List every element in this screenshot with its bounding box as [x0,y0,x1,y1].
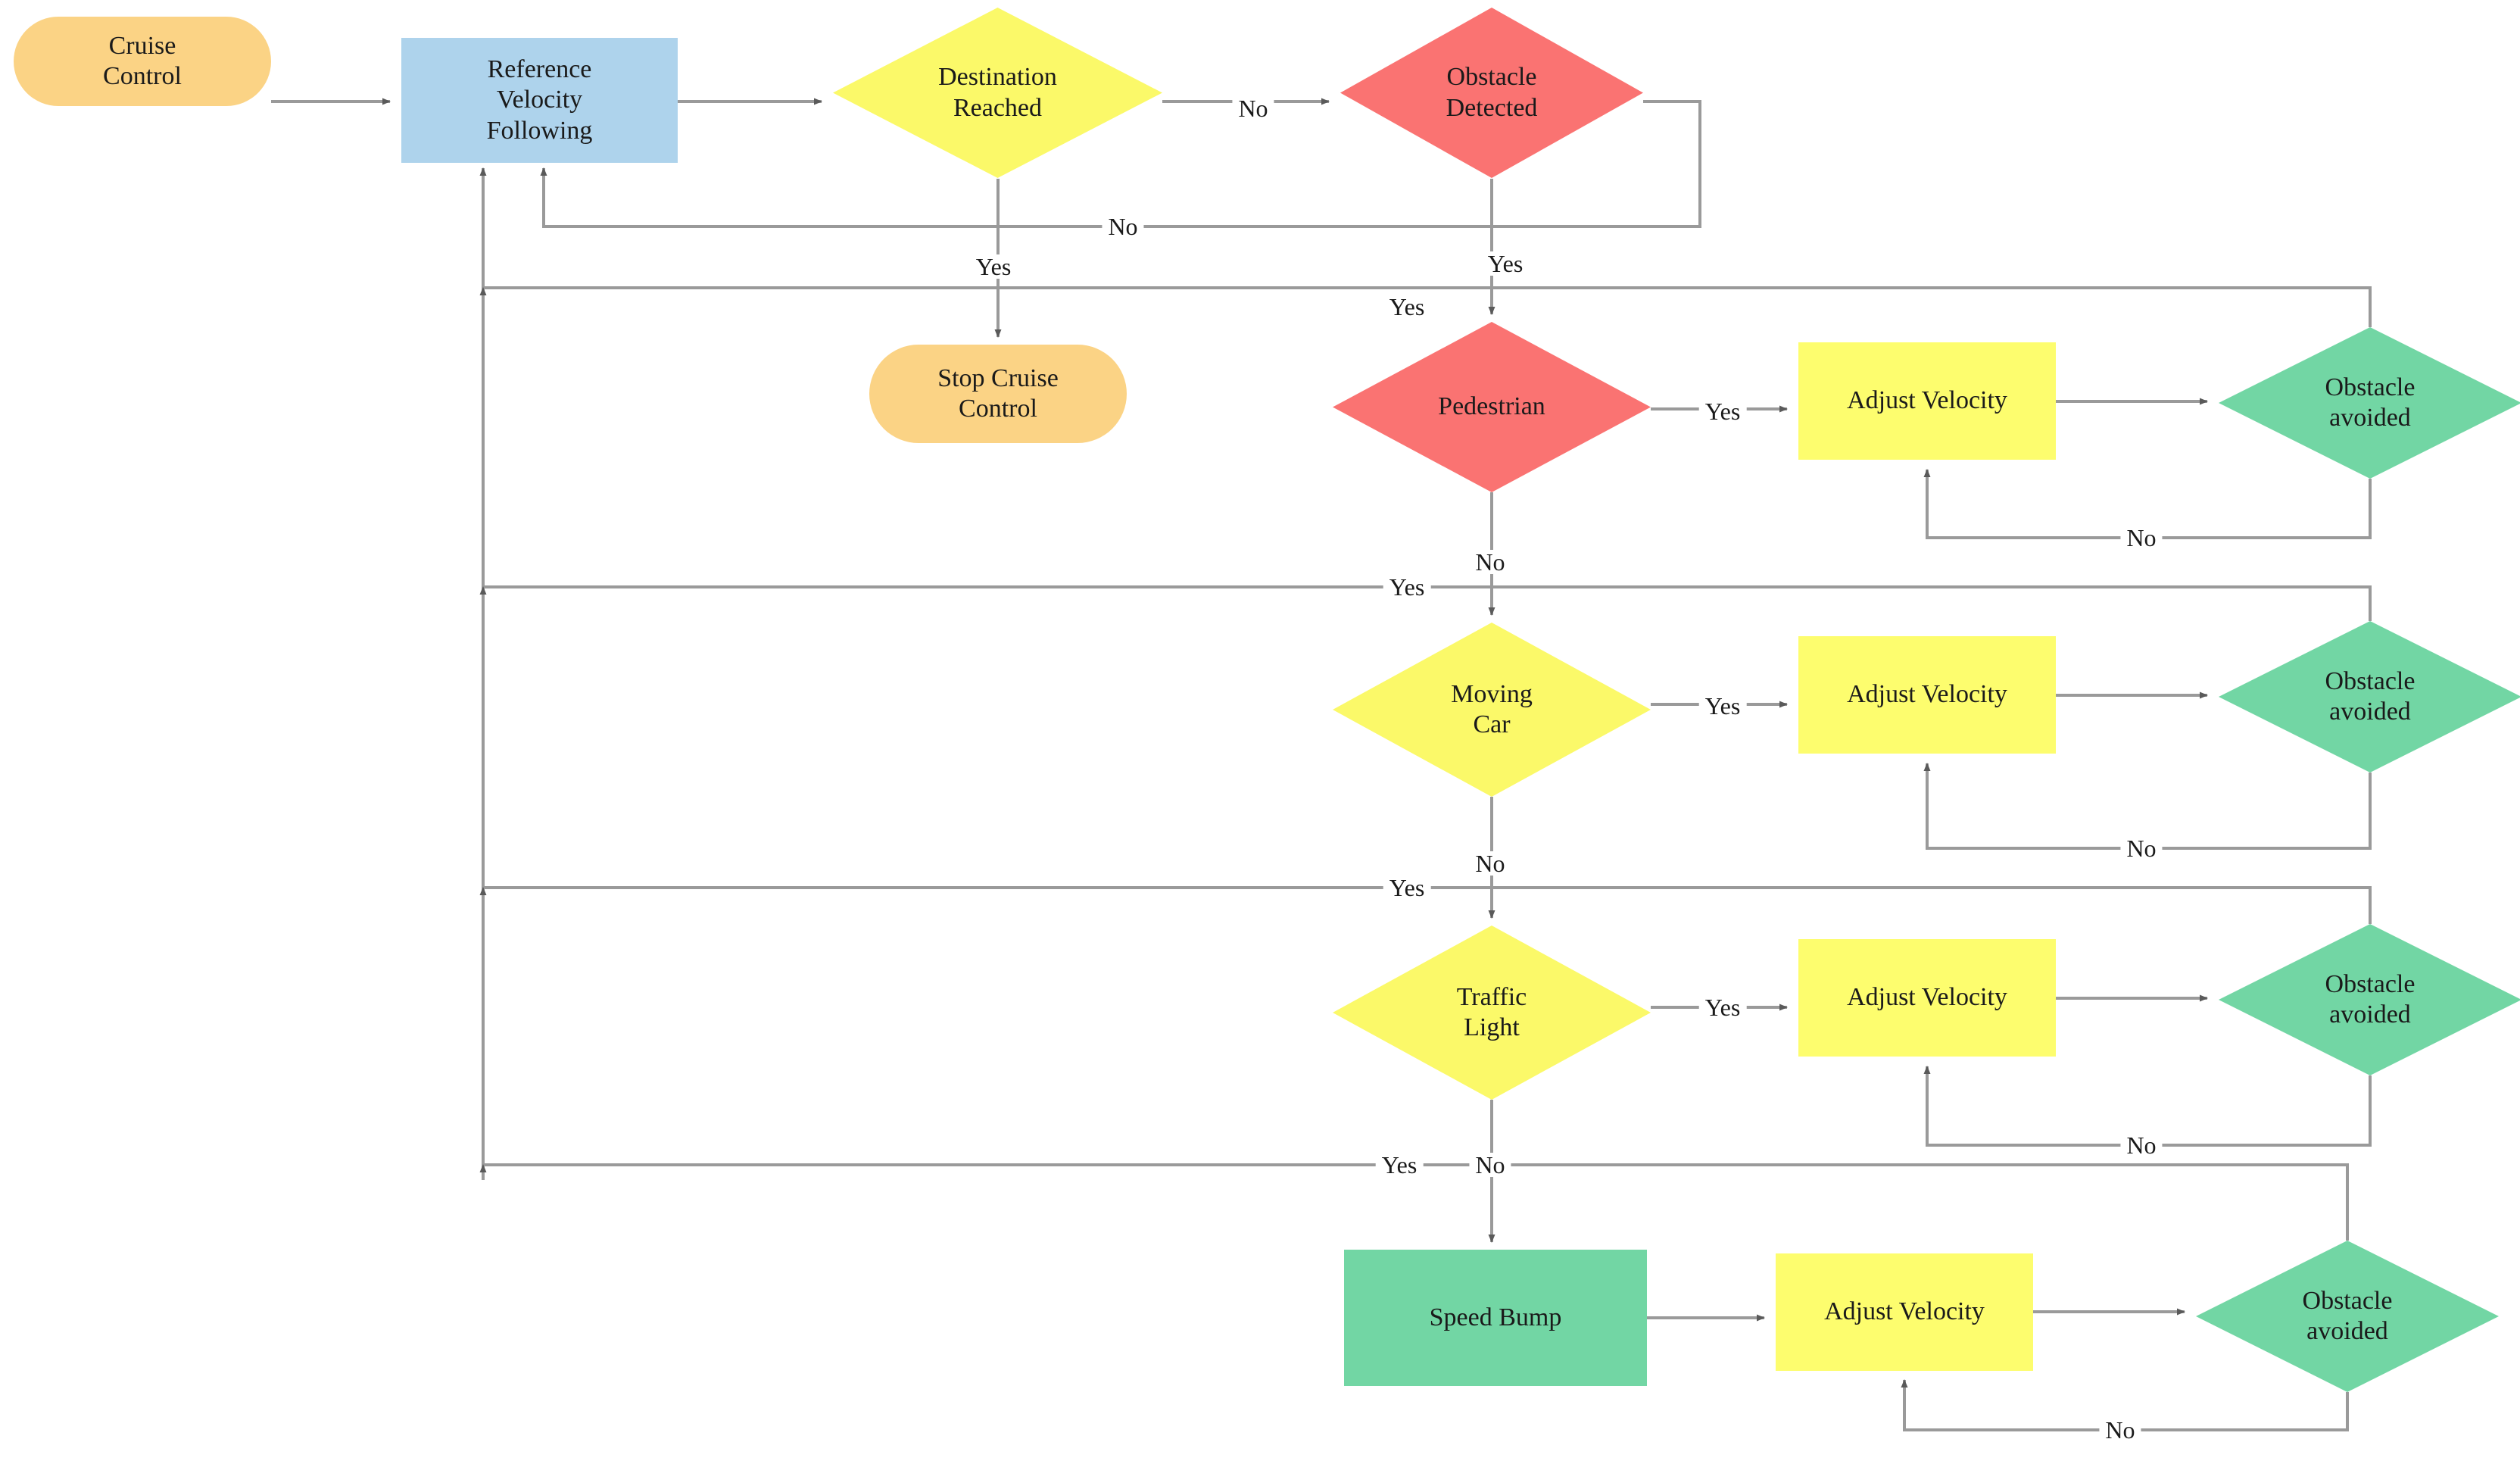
edge-label-movingcar-yes: Yes [1698,694,1747,718]
node-label: Obstacle avoided [2325,969,2416,1029]
node-label: Obstacle avoided [2325,373,2416,432]
edge-label-obstacle-yes: Yes [1481,251,1530,276]
node-label: Cruise Control [103,31,182,90]
node-label: Pedestrian [1438,392,1545,421]
node-label: Traffic Light [1456,982,1527,1041]
edge-label-avoided1-no: No [2120,526,2163,550]
node-obstacle-detected[interactable]: Obstacle Detected [1340,8,1643,178]
edge-label-row1-yes: Yes [1383,295,1431,319]
edge-label-row4-yes: Yes [1375,1153,1424,1177]
node-obstacle-avoided-4[interactable]: Obstacle avoided [2196,1241,2499,1392]
node-stop-cruise-control[interactable]: Stop Cruise Control [869,345,1127,443]
node-obstacle-avoided-2[interactable]: Obstacle avoided [2219,621,2520,773]
node-label: Stop Cruise Control [937,364,1059,423]
node-label: Adjust Velocity [1847,680,2007,709]
node-label: Destination Reached [938,63,1057,122]
node-obstacle-avoided-3[interactable]: Obstacle avoided [2219,924,2520,1075]
node-label: Moving Car [1451,679,1533,738]
edge-label-row3-yes: Yes [1383,876,1431,900]
edge-label-obstacle-no: No [1102,214,1144,239]
edge-label-movingcar-no: No [1469,851,1511,876]
node-speed-bump[interactable]: Speed Bump [1344,1250,1647,1386]
edge-label-trafficlight-no: No [1469,1153,1511,1177]
node-label: Obstacle Detected [1446,63,1538,122]
node-label: Obstacle avoided [2302,1286,2393,1345]
edge-label-pedestrian-yes: Yes [1698,399,1747,423]
edge-label-avoided4-no: No [2099,1418,2141,1442]
node-label: Adjust Velocity [1847,983,2007,1012]
node-cruise-control[interactable]: Cruise Control [14,17,271,106]
edge-label-destination-yes: Yes [969,254,1018,279]
edge-label-row2-yes: Yes [1383,575,1431,599]
node-adjust-velocity-2[interactable]: Adjust Velocity [1798,636,2056,754]
edge-label-trafficlight-yes: Yes [1698,995,1747,1019]
node-adjust-velocity-1[interactable]: Adjust Velocity [1798,342,2056,460]
node-label: Adjust Velocity [1847,386,2007,415]
edge-label-avoided2-no: No [2120,836,2163,860]
node-traffic-light[interactable]: Traffic Light [1333,926,1651,1100]
edge-label-destination-no: No [1232,96,1274,120]
node-label: Obstacle avoided [2325,666,2416,726]
node-adjust-velocity-3[interactable]: Adjust Velocity [1798,939,2056,1057]
node-destination-reached[interactable]: Destination Reached [833,8,1162,178]
node-label: Adjust Velocity [1824,1297,1985,1326]
edge-label-avoided3-no: No [2120,1133,2163,1157]
edge-label-pedestrian-no: No [1469,550,1511,574]
node-label: Speed Bump [1429,1303,1562,1331]
node-adjust-velocity-4[interactable]: Adjust Velocity [1776,1253,2033,1371]
node-label: Reference Velocity Following [486,55,593,145]
node-pedestrian[interactable]: Pedestrian [1333,322,1651,492]
node-reference-velocity-following[interactable]: Reference Velocity Following [401,38,678,163]
node-obstacle-avoided-1[interactable]: Obstacle avoided [2219,327,2520,479]
node-moving-car[interactable]: Moving Car [1333,623,1651,797]
